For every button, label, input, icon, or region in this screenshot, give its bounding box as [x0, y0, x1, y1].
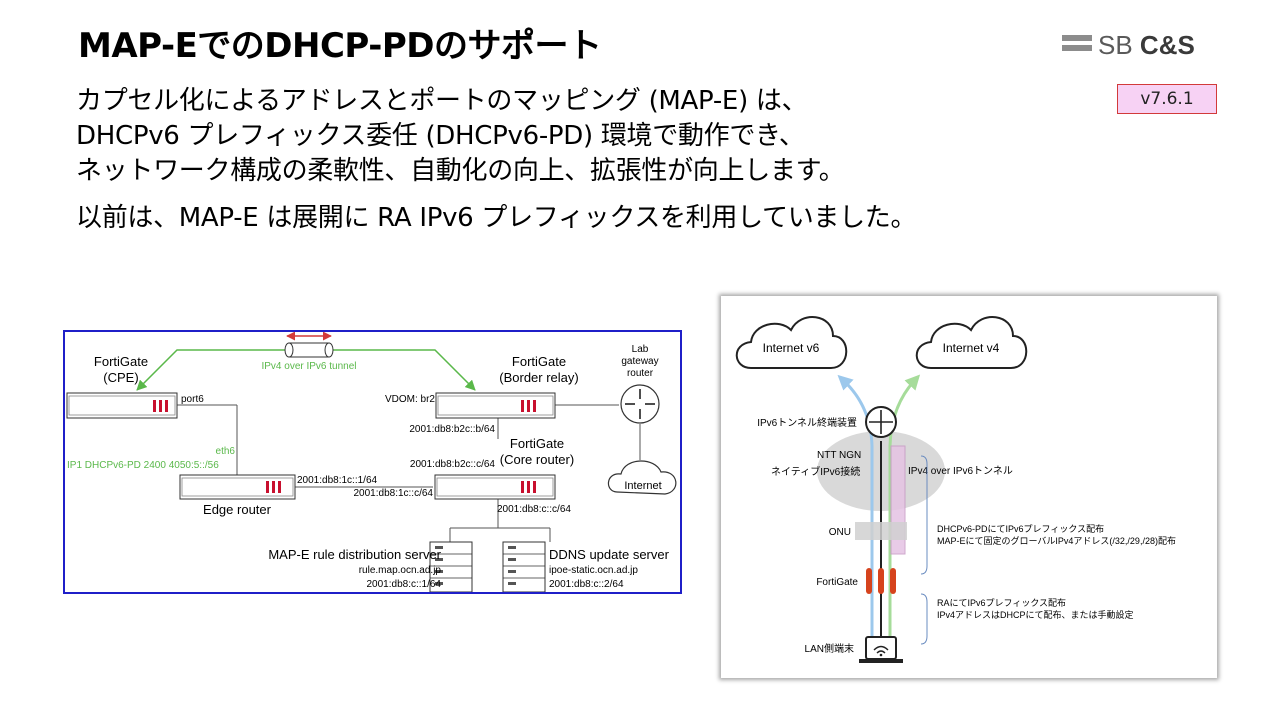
previous-note: 以前は、MAP-E は展開に RA IPv6 プレフィックスを利用していました。 — [76, 203, 917, 233]
note2-line2: IPv4アドレスはDHCPにて配布、または手動設定 — [937, 609, 1134, 620]
mape-addr: 2001:db8:c::1/64 — [366, 579, 441, 590]
topology-diagram: IPv4 over IPv6 tunnel FortiGate (CPE) po… — [63, 330, 682, 594]
sb-cs-logo: SB C&S — [1062, 30, 1202, 62]
port6-label: port6 — [181, 394, 204, 405]
ddns-addr: 2001:db8:c::2/64 — [549, 579, 624, 590]
note1-line1: DHCPv6-PDにてIPv6プレフィックス配布 — [937, 523, 1104, 534]
slide-title: MAP-EでのDHCP-PDのサポート — [78, 26, 602, 66]
mape-server-label: MAP-E rule distribution server — [268, 547, 441, 562]
ntt-ngn-label: NTT NGN — [817, 450, 861, 461]
lab-label-2: gateway — [621, 356, 658, 367]
mape-host: rule.map.ocn.ad.jp — [359, 565, 442, 576]
native-ipv6-label: ネイティブIPv6接続 — [771, 465, 860, 478]
onu-device — [855, 522, 907, 540]
lan-terminal-label: LAN側端末 — [805, 642, 854, 655]
note1-line2: MAP-Eにて固定のグローバルIPv4アドレス(/32,/29,/28)配布 — [937, 535, 1176, 546]
fortigate-core-device — [434, 474, 556, 500]
ipv4-over-ipv6-label: IPv4 over IPv6トンネル — [908, 465, 1013, 477]
internet-v6-cloud-icon — [735, 316, 848, 369]
addr-b2c-b: 2001:db8:b2c::b/64 — [409, 424, 495, 435]
ddns-host: ipoe-static.ocn.ad.jp — [549, 565, 638, 576]
lab-label-3: router — [627, 368, 654, 379]
fortigate-border-device — [435, 392, 556, 419]
tunnel-arrow-left — [136, 349, 285, 391]
ddns-server-icon — [502, 541, 546, 593]
note2-line1: RAにてIPv6プレフィックス配布 — [937, 597, 1066, 608]
version-badge: v7.6.1 — [1117, 84, 1217, 114]
lab-label-1: Lab — [632, 344, 649, 355]
addr-1c-c: 2001:db8:1c::c/64 — [353, 488, 433, 499]
bracket-lower — [920, 593, 928, 645]
tunnel-label: IPv4 over IPv6 tunnel — [261, 361, 356, 372]
border-label-1: FortiGate — [512, 354, 566, 369]
intro-line-1: カプセル化によるアドレスとポートのマッピング (MAP-E) は、 — [76, 86, 808, 116]
ipv6-flow-line — [837, 374, 874, 648]
lan-laptop-icon — [859, 636, 903, 663]
internet-label: Internet — [624, 480, 661, 492]
ddns-server-label: DDNS update server — [549, 547, 670, 562]
intro-line-3: ネットワーク構成の柔軟性、自動化の向上、拡張性が向上します。 — [76, 156, 845, 186]
tunnel-terminator-router-icon — [865, 406, 897, 438]
edge-router-label: Edge router — [203, 502, 272, 517]
internet-v4-label: Internet v4 — [943, 341, 1000, 355]
addr-b2c-c: 2001:db8:b2c::c/64 — [410, 459, 496, 470]
core-label-2: (Core router) — [500, 452, 574, 467]
tunnel-arrow-right — [321, 349, 476, 391]
logo-prefix: SB — [1098, 30, 1140, 60]
addr-c-c: 2001:db8:c::c/64 — [497, 504, 571, 515]
ip1-dhcp-label: IP1 DHCPv6-PD 2400 4050:5::/56 — [67, 460, 219, 471]
cpe-label-2: (CPE) — [103, 370, 138, 385]
internet-cloud-icon — [607, 460, 677, 495]
logo-bars-icon — [1062, 35, 1092, 55]
edge-router-device — [179, 474, 296, 500]
onu-label: ONU — [829, 527, 851, 538]
bracket-upper — [920, 455, 928, 575]
intro-paragraph: カプセル化によるアドレスとポートのマッピング (MAP-E) は、 DHCPv6… — [76, 84, 845, 189]
cpe-label-1: FortiGate — [94, 354, 148, 369]
core-label-1: FortiGate — [510, 436, 564, 451]
ipv4-flow-line — [888, 374, 921, 648]
fortigate-icon — [866, 568, 896, 594]
fortigate-cpe-device — [66, 392, 178, 419]
intro-line-2: DHCPv6 プレフィックス委任 (DHCPv6-PD) 環境で動作でき、 — [76, 121, 805, 151]
border-label-2: (Border relay) — [499, 370, 578, 385]
vdom-label: VDOM: br2 — [385, 394, 435, 405]
ngn-diagram: Internet v6 Internet v4 IPv6トンネル終端装置 NTT… — [721, 296, 1217, 678]
internet-v4-cloud-icon — [915, 316, 1028, 369]
network-links — [177, 404, 641, 542]
tunnel-pipe-icon — [284, 342, 334, 358]
mape-server-icon — [429, 541, 473, 593]
lab-router-icon — [620, 384, 660, 424]
internet-v6-label: Internet v6 — [763, 341, 820, 355]
logo-suffix: C&S — [1139, 30, 1195, 60]
eth6-label: eth6 — [216, 446, 236, 457]
addr-1c-1: 2001:db8:1c::1/64 — [297, 475, 378, 486]
fortigate-label: FortiGate — [816, 577, 858, 588]
tunnel-device-label: IPv6トンネル終端装置 — [757, 416, 857, 429]
